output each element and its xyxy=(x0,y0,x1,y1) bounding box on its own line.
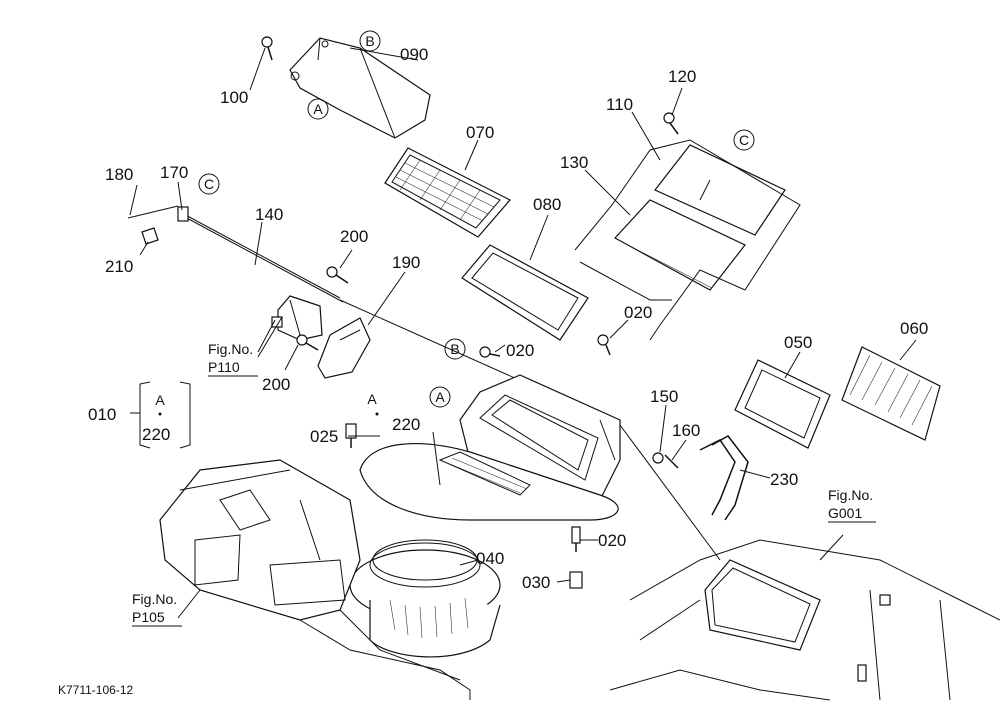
fig-ref-p110: Fig.No. P110 xyxy=(208,341,258,377)
svg-text:P110: P110 xyxy=(208,359,240,375)
callout-110: 110 xyxy=(606,95,633,114)
callout-100: 100 xyxy=(220,88,248,107)
ref-circle-b-mid: B xyxy=(444,338,466,360)
svg-text:C: C xyxy=(739,132,749,148)
callout-025: 025 xyxy=(310,427,338,446)
part-030 xyxy=(569,571,583,589)
filter-060 xyxy=(841,346,941,441)
callout-020-c: 020 xyxy=(598,531,626,550)
callout-020-a: 020 xyxy=(506,341,534,360)
callout-170: 170 xyxy=(160,163,188,182)
bracket-190 xyxy=(317,317,371,379)
ref-circle-c-right: C xyxy=(733,129,755,151)
fig-ref-g001: Fig.No. G001 xyxy=(828,487,876,523)
screw-020-c xyxy=(571,526,581,552)
svg-text:A: A xyxy=(313,101,323,117)
lower-housing-220 xyxy=(359,443,619,521)
svg-text:A: A xyxy=(435,389,445,405)
bolt-025 xyxy=(345,423,357,448)
cover-plate-090 xyxy=(289,37,431,139)
filter-070 xyxy=(384,147,511,238)
svg-text:B: B xyxy=(450,341,459,357)
hose-230 xyxy=(699,435,749,521)
ref-circle-b-top: B xyxy=(359,30,381,52)
screw-020-b xyxy=(597,334,611,356)
ref-circle-a-top: A xyxy=(307,98,329,120)
ref-a-housing: A xyxy=(367,391,377,407)
screw-120 xyxy=(663,112,679,135)
drawing-code: K7711-106-12 xyxy=(58,683,133,697)
svg-text:C: C xyxy=(204,176,214,192)
callout-070: 070 xyxy=(466,123,494,142)
callout-220-assembly: 220 xyxy=(142,425,170,444)
callout-200-top: 200 xyxy=(340,227,368,246)
panel-130 xyxy=(614,199,746,291)
svg-text:Fig.No.: Fig.No. xyxy=(828,487,873,503)
ref-a-assembly: A xyxy=(155,392,165,408)
fig-ref-p105: Fig.No. P105 xyxy=(132,591,182,627)
actuator-assembly xyxy=(271,295,323,341)
callout-200-bottom: 200 xyxy=(262,375,290,394)
hvac-case-left xyxy=(159,459,361,621)
panel-110 xyxy=(654,144,786,236)
blower-unit xyxy=(349,539,501,658)
gasket-050 xyxy=(734,359,831,449)
callout-230: 230 xyxy=(770,470,798,489)
callout-120: 120 xyxy=(668,67,696,86)
ref-circle-c-left: C xyxy=(198,173,220,195)
hvac-base-frame xyxy=(299,609,471,700)
callouts: 100 090 070 080 120 110 130 180 170 140 … xyxy=(88,45,928,592)
callout-020-b: 020 xyxy=(624,303,652,322)
callout-080: 080 xyxy=(533,195,561,214)
callout-160: 160 xyxy=(672,421,700,440)
callout-050: 050 xyxy=(784,333,812,352)
bolt-200-bottom xyxy=(296,334,319,351)
cab-structure-right xyxy=(609,539,1000,701)
screw-100 xyxy=(261,36,273,61)
bolt-200-top xyxy=(326,266,349,284)
bracket-outline xyxy=(574,139,801,341)
leader-lines xyxy=(129,47,917,619)
callout-030: 030 xyxy=(522,573,550,592)
callout-140: 140 xyxy=(255,205,283,224)
callout-210: 210 xyxy=(105,257,133,276)
fastener-160 xyxy=(664,454,679,469)
callout-130: 130 xyxy=(560,153,588,172)
clip-150 xyxy=(652,452,664,464)
callout-220-housing: 220 xyxy=(392,415,420,434)
callout-090: 090 xyxy=(400,45,428,64)
callout-190: 190 xyxy=(392,253,420,272)
gasket-080 xyxy=(461,244,589,341)
ref-circle-a-mid: A xyxy=(429,386,451,408)
callout-060: 060 xyxy=(900,319,928,338)
svg-text:P105: P105 xyxy=(132,609,165,625)
callout-150: 150 xyxy=(650,387,678,406)
svg-text:B: B xyxy=(365,33,374,49)
svg-text:Fig.No.: Fig.No. xyxy=(208,341,253,357)
svg-text:G001: G001 xyxy=(828,505,862,521)
assembly-bracket-010 xyxy=(139,381,379,449)
screw-020-a xyxy=(479,346,501,358)
callout-040: 040 xyxy=(476,549,504,568)
callout-180: 180 xyxy=(105,165,133,184)
callout-010: 010 xyxy=(88,405,116,424)
svg-text:Fig.No.: Fig.No. xyxy=(132,591,177,607)
